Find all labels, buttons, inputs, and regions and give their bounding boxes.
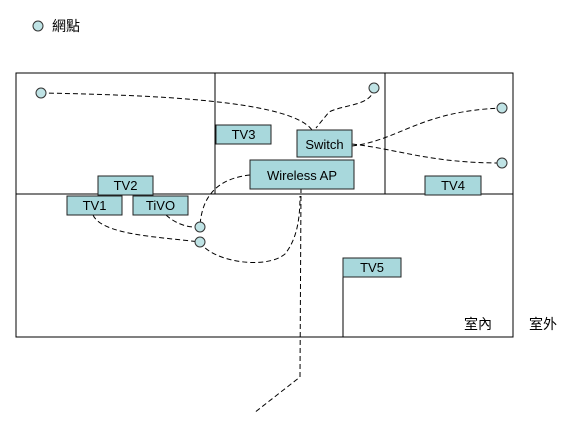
device-tivo: TiVO <box>132 195 189 216</box>
device-tv2: TV2 <box>97 175 154 196</box>
legend: 網點 <box>32 18 80 34</box>
device-tv3: TV3 <box>215 124 272 145</box>
cable-switch-to-port-right-top <box>351 107 503 147</box>
legend-label: 網點 <box>52 18 80 34</box>
device-tv1: TV1 <box>66 195 123 216</box>
cable-port-topleft-to-switch <box>40 92 313 131</box>
port-right-top <box>496 102 508 114</box>
cable-ap-to-port-center <box>199 174 251 227</box>
network-ports <box>35 82 508 248</box>
device-label: TV3 <box>232 127 256 142</box>
device-label: TV1 <box>83 198 107 213</box>
device-label: TV5 <box>360 260 384 275</box>
device-wireless-ap: Wireless AP <box>249 159 355 190</box>
port-top-left <box>35 87 47 99</box>
wall-inner-corner <box>342 276 401 337</box>
device-label: Wireless AP <box>267 168 337 183</box>
outdoor-label: 室外 <box>529 316 557 332</box>
device-tv4: TV4 <box>424 175 482 196</box>
port-top-center <box>368 82 380 94</box>
building-outline <box>15 72 514 338</box>
network-port-icon <box>32 20 44 32</box>
device-tv5: TV5 <box>342 257 402 278</box>
cable-ap-to-outdoor <box>253 187 302 414</box>
port-center-lower <box>194 236 206 248</box>
device-label: TV4 <box>441 178 465 193</box>
port-center-upper <box>194 221 206 233</box>
port-right-bottom <box>496 157 508 169</box>
device-label: TV2 <box>114 178 138 193</box>
device-switch: Switch <box>296 129 353 158</box>
cable-port-top-to-switch <box>315 87 375 129</box>
cable-port-to-ap <box>199 195 301 264</box>
cable-switch-to-port-right-bottom <box>351 143 503 164</box>
cable-runs <box>40 87 503 414</box>
cable-tv1-to-port <box>92 214 201 243</box>
device-label: TiVO <box>146 198 175 213</box>
device-label: Switch <box>305 137 343 152</box>
indoor-label: 室內 <box>464 316 492 332</box>
